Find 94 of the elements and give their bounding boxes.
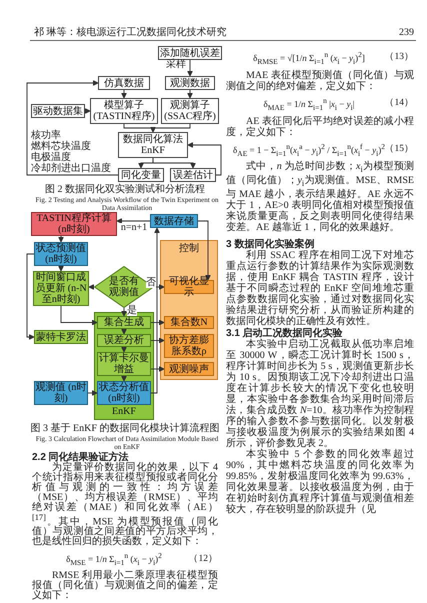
box-label: 数据存储 (154, 216, 194, 226)
equation: δ$_{MAE}$ = 1/n Σ$_{i=1}$$^{n}$ |x$_{i}$ − y$_{i}$| (264, 94, 354, 114)
box-label: 观测噪声 (169, 364, 209, 374)
arrow (121, 90, 127, 98)
arrow (150, 338, 164, 344)
body-paragraph: 本实验中启动工况截取从低功率启堆至 30000 W，瞬态工况计算时长 1500 s，程序计算时间步长为 5 s，观测值更新步长为 10 s。因预期该工况下冷却剂进出口温度在计算步长较大的情况下变化也较明显，本实验中各参数集合均采用时间滞后法，集合成员数 N=10。核功率作为控制程序的输入参数不参与数据同化。以发射极与接收极温度为例展示的实验结果如图 4 所示，评价参数见表 2。 (226, 339, 414, 450)
box-label: 仿真数据 (104, 78, 144, 88)
equation-number: （12） (188, 554, 218, 565)
arrow (88, 284, 94, 290)
box-label: 是否有观测值 (108, 276, 140, 298)
equation-number: （13） (384, 52, 414, 64)
body-paragraph: AE 表征同化后平均绝对误差的减小程度，定义如下： (226, 116, 414, 138)
body-paragraph: 利用 SSAC 程序在相同工况下对堆芯重点运行参数的计算结果作为实际观测数据，使用 EnKF 耦合 TASTIN 程序，设计基于不同瞬态过程的 EnKF 空间堆堆芯重点参数数据同化实验，通过对数据同化实验结果进行研究分析，从而验证所构建的数据同化模块的正确性及有效性。 (226, 250, 414, 328)
equation: δ$_{RMSE}$ = √[1/n Σ$_{i=1}$$^{n}$ (x$_{i}$ − y$_{i}$)$^{2}$] (253, 49, 365, 68)
arrow (121, 308, 127, 316)
arrow (188, 142, 222, 176)
box-label: 模型算子 (TASTIN程序) (92, 100, 156, 122)
section-heading: 3.1 启动工况数据同化实验 (226, 328, 343, 340)
variable-label: 冷却剂进出口温度 (31, 163, 112, 174)
body-paragraph: 为定量评价数据同化的效果，以下 4 个统计指标用来表征模型预报或者同化分析值与观测的一致性：均方误差（MSE）、均方根误差（RMSE）、平均绝对误差（MAE）和同化效率（AE）$^{[17]}$。其中，MSE 为模型预报值（同化值）与观测值之间差值的平方后求平均，也是线性回归的损失函数，定义如下： (32, 463, 218, 548)
arrow (116, 218, 150, 224)
page-number: 239 (398, 27, 414, 38)
box-label: 状态分析值 (n时刻) (98, 382, 150, 404)
arrow (88, 390, 98, 396)
equation: δ$_{MSE}$ = 1/n Σ$_{i=1}$$^{n}$ (x$_{i}$ − y$_{i}$)$^{2}$ (66, 550, 162, 570)
box-label: 可视化显示 (168, 276, 210, 298)
edge-label: n=n+1 (120, 223, 148, 233)
arrow (121, 376, 127, 382)
process-box (118, 132, 188, 158)
equation: δ$_{AE}$ = 1 − Σ$_{i=1}$$^{n}$(x$_{i}$$^{a}$ − y$_{i}$)$^{2}$ / Σ$_{i=1}$$^{n}$(x$_{i}$$^{f}$ − y$_{i}$)$^{2}$ (233, 140, 385, 160)
process-box (150, 214, 198, 228)
body-paragraph: 本实验中 5 个参数的同化效率超过 90%，其中燃料芯块温度的同化效率为 99.85%，发射极温度同化效率为 99.63%，同化效果显著。以接收极温度为例，由于在初始时刻仿真程序计算值与观测值相差较大，存在较明显的阶跃提升（见 (226, 449, 414, 516)
arrow (152, 158, 196, 168)
section-heading: 3 数据同化实验案例 (226, 239, 314, 250)
arrow (84, 108, 90, 114)
process-box (97, 316, 151, 329)
arrow (121, 346, 127, 352)
arrow (60, 306, 98, 326)
process-box (118, 168, 164, 182)
process-box (164, 334, 214, 358)
arrow (150, 228, 160, 394)
box-label: 集合数N (170, 317, 208, 328)
panel-heading: 控制 (179, 243, 199, 254)
body-paragraph: RMSE 利用最小二乘原理表征模型预报值（同化值）与观测值之间的偏差，定义如下： (32, 571, 218, 602)
box-label: 计算卡尔曼增益 (98, 353, 150, 375)
arrow (26, 80, 118, 176)
running-header: 祁 琳等：核电源运行工况数据同化技术研究 (34, 27, 228, 38)
edge-label: 是 (127, 306, 137, 316)
box-label: TASTIN程序计算 (n时刻) (36, 213, 112, 235)
process-box (31, 212, 117, 236)
variable-label: 燃料芯块温度 (31, 141, 92, 152)
panel-heading: EnKF (112, 406, 136, 417)
arrow (121, 328, 127, 334)
box-label: 误差估计 (173, 170, 213, 180)
body-paragraph: 式中，n 为总时间步数；x$_{i}$为模型预测值（同化值）；y$_{i}$为观测值。MSE、RMSE 与 MAE 越小，表示结果越好。AE 永远不大于 1，AE>0 表明同化值相对模型预报值来说质量更高，反之则表明同化使得结果变差。AE 越靠近 1，同化的效果越好。 (226, 161, 414, 234)
box-label: 添加随机误差 (160, 48, 220, 58)
box-label: 观测算子 (SSAC程序) (163, 100, 217, 122)
body-paragraph: MAE 表征模型预测值（同化值）与观测值之间的绝对偏差，定义如下： (226, 70, 414, 92)
box-label: 观测数据 (170, 78, 210, 88)
edge-label: 否 (146, 278, 156, 288)
edge-label: 采样 (166, 60, 186, 70)
box-label: 蒙特卡罗法 (36, 332, 86, 342)
arrow (198, 220, 211, 280)
equation-number: （14） (384, 98, 414, 110)
variable-label: 核功率 (31, 130, 61, 141)
box-label: 误差分析 (104, 335, 144, 346)
variable-label: 电极温度 (31, 152, 71, 163)
box-label: 驱动数据集 (33, 106, 83, 116)
box-label: 数据同化算法 EnKF (122, 134, 184, 156)
box-label: 时间窗口成员更新 (n-N至n时刻) (34, 272, 88, 305)
section-heading: 2.2 同化结果验证方法 (32, 452, 129, 463)
equation-number: （15） (384, 144, 414, 155)
box-label: 同化变量 (121, 170, 161, 180)
arrow (58, 236, 64, 242)
process-box (164, 316, 214, 329)
figure-caption: 图 3 基于 EnKF 的数据同化模块计算流程图 (30, 423, 220, 434)
box-label: 观测值 (n时刻) (35, 382, 87, 404)
box-label: 协方差膨胀系数ρ (168, 335, 210, 357)
group-panel (160, 240, 218, 380)
arrow (187, 90, 193, 98)
arrow (150, 366, 164, 372)
process-box (164, 362, 214, 376)
arrow (26, 254, 34, 340)
box-label: 集合生成 (104, 317, 144, 328)
arrow (150, 320, 164, 326)
process-box (165, 76, 215, 90)
arrow (150, 124, 190, 132)
process-box (98, 76, 150, 90)
arrow (187, 60, 193, 76)
arrow (58, 266, 64, 272)
figure-caption: 图 2 数据同化双实验测试和分析流程 (44, 184, 206, 195)
box-label: 状态预测值 (n时刻) (35, 243, 87, 265)
process-box (170, 168, 216, 182)
process-box (97, 334, 151, 347)
